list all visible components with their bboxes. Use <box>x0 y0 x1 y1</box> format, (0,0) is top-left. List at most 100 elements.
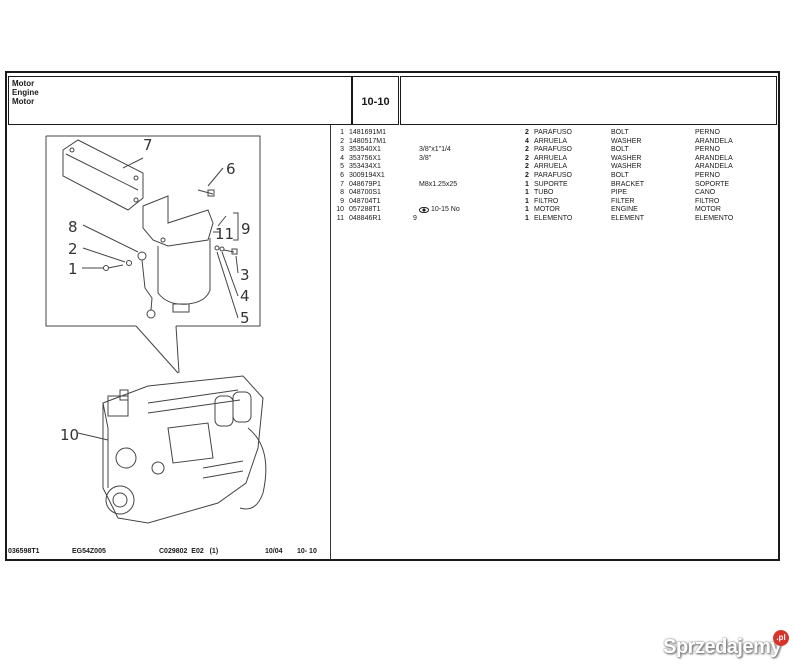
desc-es: PARAFUSO <box>534 129 572 136</box>
part-number: 048846R1 <box>349 214 382 222</box>
desc-en: ENGINE <box>611 206 638 214</box>
desc-en: WASHER <box>611 137 642 145</box>
title-line-pt: Motor <box>12 97 35 106</box>
quantity: 2 <box>525 171 529 179</box>
quantity: 1 <box>525 214 529 222</box>
item-number: 9 <box>340 197 344 205</box>
desc-es: ARRUELA <box>534 154 568 162</box>
desc-en: FILTER <box>611 197 635 205</box>
desc-es: TUBO <box>534 189 554 197</box>
callout-6: 6 <box>226 160 236 178</box>
quantity: 4 <box>525 137 529 145</box>
callout-7: 7 <box>143 136 153 154</box>
part-note: 3/8"x1"1/4 <box>419 146 451 154</box>
desc-pt: ARANDELA <box>695 137 733 145</box>
desc-pt: PERNO <box>695 146 720 154</box>
quantity: 1 <box>525 197 529 205</box>
part-number: 048700S1 <box>349 189 381 197</box>
desc-en: BRACKET <box>611 180 645 188</box>
desc-es: PARAFUSO <box>534 171 572 179</box>
item-number: 2 <box>340 137 344 145</box>
quantity: 2 <box>525 154 529 162</box>
part-number: 048704T1 <box>349 197 381 205</box>
desc-pt: SOPORTE <box>695 180 730 188</box>
desc-en: BOLT <box>611 171 629 179</box>
desc-pt: CANO <box>695 189 716 197</box>
watermark-logo: Sprzedajemy <box>663 636 781 658</box>
section-code: 10-10 <box>361 96 390 108</box>
part-number: 048679P1 <box>349 180 381 188</box>
callout-10: 10 <box>60 426 79 444</box>
title-line-en: Engine <box>12 88 39 97</box>
title-line-es: Motor <box>12 79 35 88</box>
item-number: 6 <box>340 171 344 179</box>
item-number: 3 <box>340 146 344 154</box>
item-number: 4 <box>340 154 344 162</box>
desc-pt: ELEMENTO <box>695 214 734 222</box>
desc-es: ELEMENTO <box>534 214 573 222</box>
desc-en: BOLT <box>611 146 629 154</box>
part-number: 353756X1 <box>349 154 381 162</box>
part-number: 1480517M1 <box>349 137 386 145</box>
desc-pt: FILTRO <box>695 197 720 205</box>
callout-4: 4 <box>240 287 250 305</box>
footer-date: 10/04 <box>265 548 283 555</box>
part-number: 3009194X1 <box>349 171 385 179</box>
part-note: 3/8" <box>419 154 432 162</box>
desc-pt: ARANDELA <box>695 163 733 171</box>
desc-es: ARRUELA <box>534 137 568 145</box>
catalog-sheet-frame <box>5 71 780 561</box>
desc-es: MOTOR <box>534 206 560 214</box>
desc-en: ELEMENT <box>611 214 645 222</box>
watermark-badge: .pl <box>773 630 789 646</box>
item-number: 11 <box>336 214 344 222</box>
eye-icon <box>419 206 429 213</box>
desc-en: WASHER <box>611 163 642 171</box>
callout-11: 11 <box>215 225 234 243</box>
desc-pt: PERNO <box>695 129 720 136</box>
part-number: 1481691M1 <box>349 129 386 136</box>
desc-pt: MOTOR <box>695 206 721 214</box>
item-number: 7 <box>340 180 344 188</box>
header-blank-box <box>400 76 777 125</box>
desc-pt: ARANDELA <box>695 154 733 162</box>
callout-5: 5 <box>240 309 250 327</box>
quantity: 1 <box>525 189 529 197</box>
diagram-callouts: 7 6 8 2 1 11 9 3 4 5 10 <box>60 136 251 444</box>
quantity: 1 <box>525 180 529 188</box>
callout-2: 2 <box>68 240 78 258</box>
part-note-with-icon: 10-15 No <box>419 206 460 215</box>
exploded-parts-diagram: 7 6 8 2 1 11 9 3 4 5 10 <box>45 135 267 524</box>
part-note: 10-15 No <box>430 206 460 214</box>
desc-es: FILTRO <box>534 197 559 205</box>
quantity: 2 <box>525 163 529 171</box>
column-divider <box>330 125 331 560</box>
desc-pt: PERNO <box>695 171 720 179</box>
callout-8: 8 <box>68 218 78 236</box>
footer-doc-id: 036598T1 <box>8 548 40 555</box>
desc-en: PIPE <box>611 189 627 197</box>
item-number: 1 <box>340 129 344 136</box>
part-number: 057288T1 <box>349 206 381 214</box>
quantity: 2 <box>525 146 529 154</box>
callout-1: 1 <box>68 260 78 278</box>
part-number: 353434X1 <box>349 163 381 171</box>
section-code-box: 10-10 <box>352 76 399 125</box>
part-note: M8x1.25x25 <box>419 180 458 188</box>
item-number: 5 <box>340 163 344 171</box>
callout-3: 3 <box>240 266 250 284</box>
desc-es: PARAFUSO <box>534 146 572 154</box>
header-title-box: Motor Engine Motor <box>8 76 352 125</box>
part-note: 9 <box>413 214 417 222</box>
footer-page: 10- 10 <box>297 548 317 555</box>
desc-es: ARRUELA <box>534 163 568 171</box>
footer-reference: C029802 E02 (1) <box>159 548 219 555</box>
desc-en: BOLT <box>611 129 629 136</box>
item-number: 8 <box>340 189 344 197</box>
quantity: 1 <box>525 206 529 214</box>
desc-es: SUPORTE <box>534 180 568 188</box>
callout-9: 9 <box>241 220 251 238</box>
desc-en: WASHER <box>611 154 642 162</box>
part-number: 353540X1 <box>349 146 381 154</box>
footer-model: EG54Z005 <box>72 548 106 555</box>
